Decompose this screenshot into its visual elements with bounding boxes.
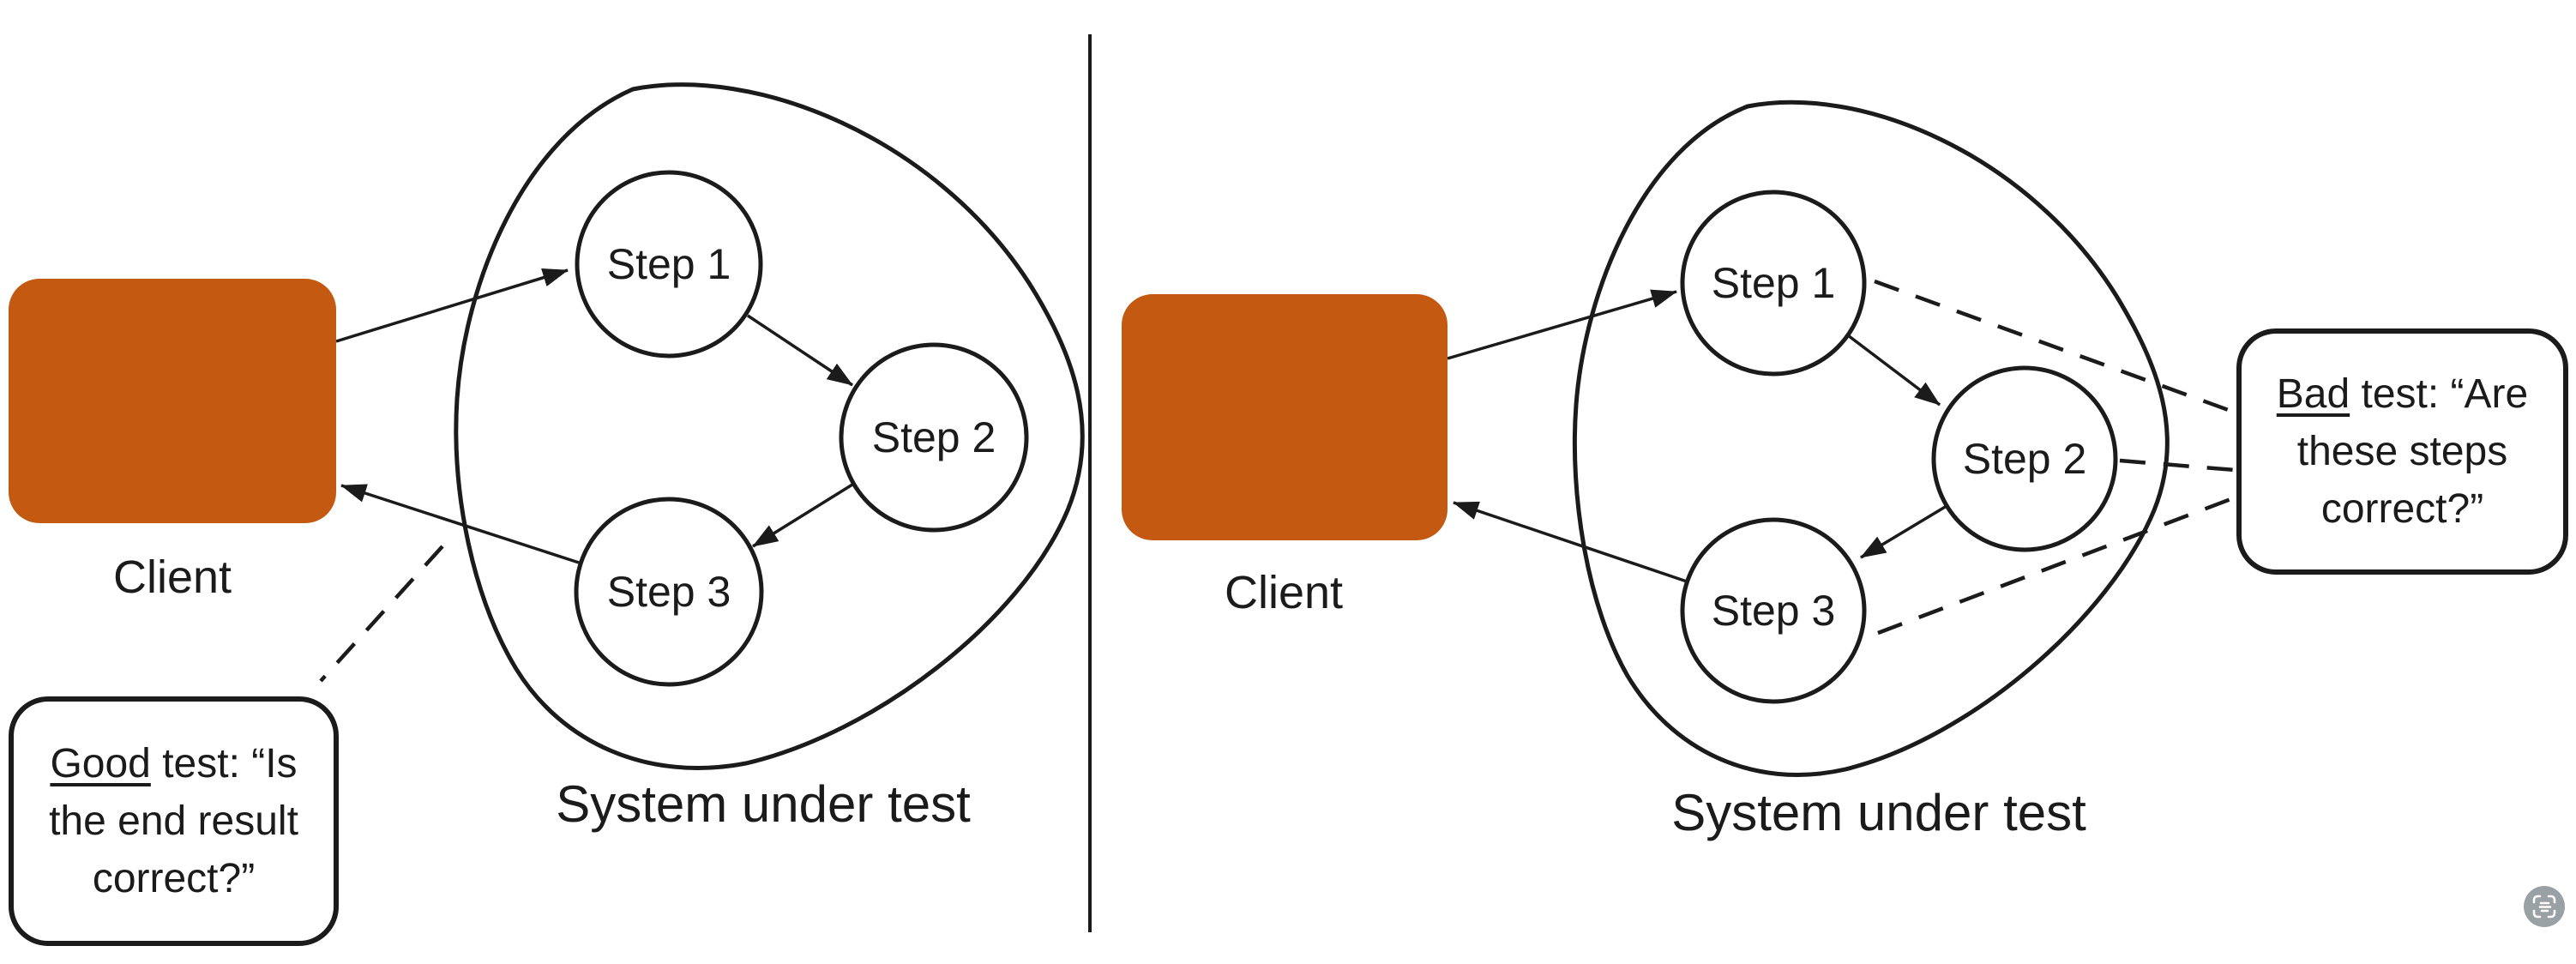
scan-text-icon [2532, 895, 2556, 919]
bad-test-note-line2: these steps [2296, 429, 2508, 474]
arrow-step3-to-client-right [1453, 501, 1688, 583]
step1-circle-right [1680, 190, 1867, 377]
step2-circle-left [839, 342, 1029, 533]
good-keyword: Good [50, 741, 151, 786]
good-test-note-line1: Good test: “Is [50, 735, 297, 792]
step3-circle-right [1680, 517, 1867, 704]
bad-line1-rest: test: “Are [2350, 371, 2529, 417]
good-test-note-line2: the end result [49, 798, 298, 844]
dashed-pointer-step3-bad-note [1877, 496, 2234, 636]
bad-test-note: Bad test: “Are these steps correct?” [2236, 328, 2568, 575]
step1-circle-left [575, 170, 763, 358]
bad-test-note-line1: Bad test: “Are [2277, 365, 2528, 423]
scan-text-button[interactable] [2519, 881, 2570, 932]
bad-keyword: Bad [2276, 371, 2350, 417]
arrow-step2-to-step3-right [1860, 504, 1947, 559]
step3-label-left: Step 3 [606, 568, 731, 616]
arrow-client-to-step1-right [1447, 289, 1677, 360]
good-line1-rest: test: “Is [150, 741, 298, 786]
step2-label-left: Step 2 [871, 413, 996, 461]
step1-label-right: Step 1 [1711, 259, 1836, 307]
step2-label-right: Step 2 [1962, 435, 2087, 483]
good-test-note: Good test: “Is the end result correct?” [9, 696, 339, 946]
bad-test-note-line3: correct?” [2320, 486, 2484, 532]
good-test-note-line3: correct?” [92, 856, 256, 901]
client-label-right: Client [1224, 567, 1344, 618]
step3-label-right: Step 3 [1711, 587, 1836, 635]
system-under-test-label-left: System under test [556, 775, 971, 833]
step3-circle-left [574, 497, 764, 687]
dashed-pointer-step2-bad-note [2119, 458, 2236, 473]
dashed-pointer-step1-bad-note [1874, 279, 2234, 414]
client-box-left [9, 279, 336, 523]
system-boundary-blob-left [454, 82, 1085, 770]
arrow-client-to-step1-left [335, 268, 569, 343]
dashed-pointer-good-note [319, 545, 444, 683]
arrow-step1-to-step2-right [1846, 334, 1941, 407]
arrow-step1-to-step2-left [747, 314, 853, 387]
step1-label-left: Step 1 [606, 240, 731, 288]
system-boundary-blob-right [1572, 99, 2170, 777]
client-box-right [1122, 294, 1447, 540]
system-under-test-label-right: System under test [1671, 784, 2086, 841]
arrow-step2-to-step3-left [752, 483, 853, 548]
client-label-left: Client [112, 551, 232, 603]
step2-circle-right [1931, 365, 2118, 552]
arrow-step3-to-client-left [340, 484, 580, 564]
